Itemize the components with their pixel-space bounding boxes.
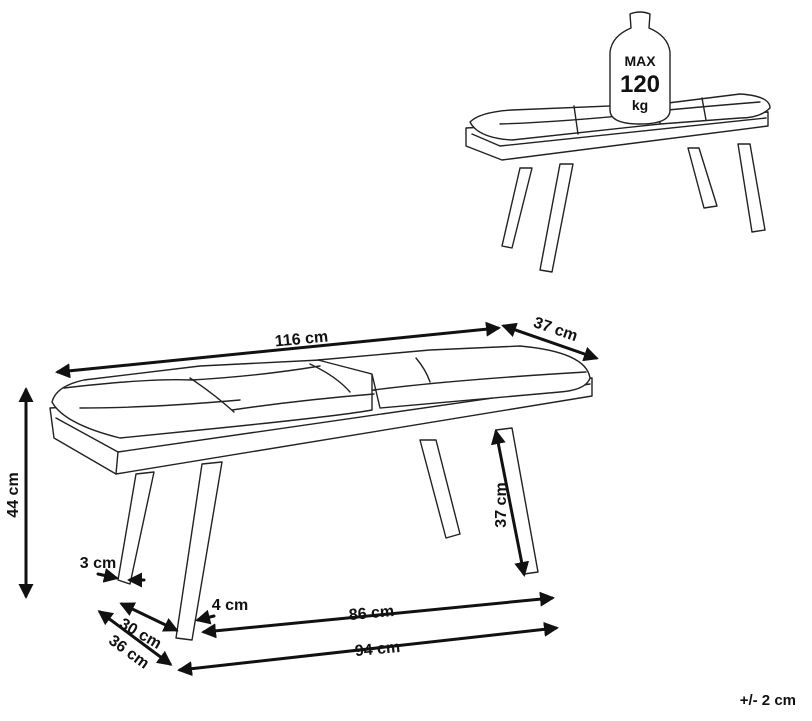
front-inner-span-label: 86 cm	[348, 603, 395, 624]
weight-max-label: MAX	[624, 53, 656, 69]
leg-height-label: 37 cm	[493, 482, 510, 527]
bench-thumbnail	[465, 93, 771, 273]
bench-main-drawing	[49, 345, 593, 641]
leg-width-top-arrow-left	[96, 568, 119, 583]
leg-width-bottom-arrow	[195, 609, 216, 625]
leg-width-top-label: 3 cm	[80, 555, 116, 572]
depth-dimension-line	[501, 322, 599, 362]
front-outer-span-line	[177, 621, 559, 677]
front-outer-span-label: 94 cm	[354, 639, 401, 660]
weight-icon	[609, 11, 671, 125]
depth-label: 37 cm	[531, 314, 579, 345]
height-label: 44 cm	[5, 472, 22, 517]
length-label: 116 cm	[274, 329, 329, 351]
length-dimension-line	[55, 321, 501, 379]
weight-capacity-badge: MAX 120 kg	[609, 11, 671, 125]
side-outer-span-line	[97, 610, 173, 666]
weight-value: 120	[620, 71, 660, 98]
weight-unit: kg	[632, 97, 648, 113]
leg-height-dimension-line	[490, 429, 530, 577]
dimension-lines	[18, 321, 599, 677]
tolerance-note: +/- 2 cm	[740, 692, 796, 709]
leg-width-bottom-label: 4 cm	[212, 597, 248, 614]
